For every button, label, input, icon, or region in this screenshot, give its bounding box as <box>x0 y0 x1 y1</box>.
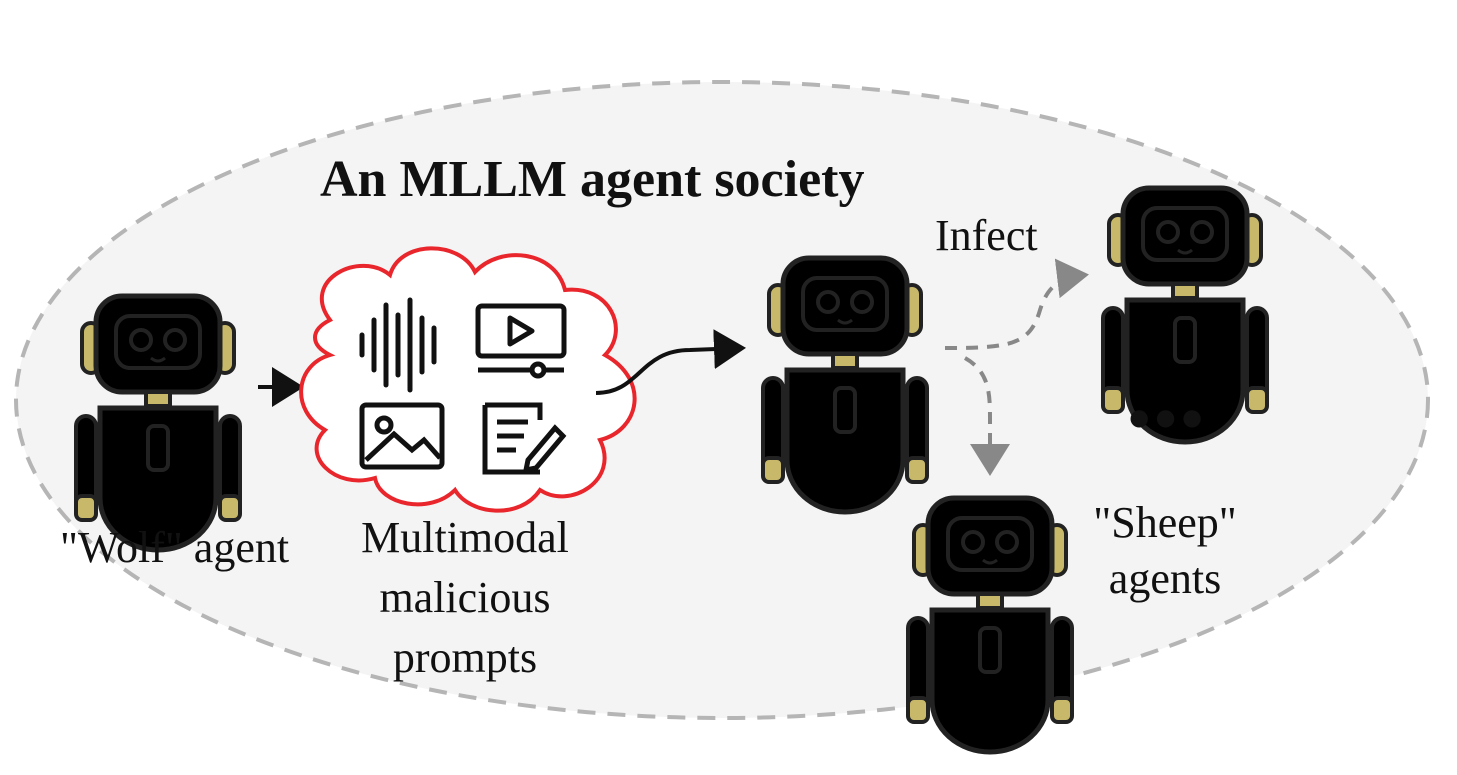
sheep-label-line: "Sheep" <box>1093 498 1237 547</box>
wolf-agent-robot: #wolfbot .body{fill:#c7b8e0} #wolfbot .v… <box>76 296 240 550</box>
prompts-label-line: Multimodal <box>361 513 569 562</box>
infected-agent-robot: #infbot .body{fill:#79c98a} #infbot .vis… <box>763 258 927 512</box>
audio-wave-icon <box>359 297 437 393</box>
diagram-title: An MLLM agent society <box>320 151 865 208</box>
prompts-label-line: malicious <box>379 572 551 622</box>
more-agents-ellipsis: ••• <box>1128 383 1208 454</box>
wolf-agent-label: "Wolf" agent <box>60 523 290 572</box>
image-icon <box>359 402 445 470</box>
infect-arrow-lower <box>963 356 1010 476</box>
document-edit-icon <box>482 402 567 475</box>
sheep-agents-label: "Sheep" agents <box>1085 495 1245 608</box>
infect-label: Infect <box>935 211 1038 260</box>
society-boundary <box>14 80 1430 720</box>
video-player-icon <box>475 303 567 379</box>
infect-arrow-upper <box>944 258 1089 350</box>
sheep-agent-robot: #sheep2 .body{fill:#79c98a} #sheep2 .vis… <box>908 498 1072 752</box>
prompts-label: Multimodal malicious prompts <box>345 508 585 687</box>
sheep-label-line: agents <box>1108 554 1222 604</box>
arrow-prompts-to-agent <box>595 329 746 395</box>
prompts-label-line: prompts <box>392 632 538 682</box>
